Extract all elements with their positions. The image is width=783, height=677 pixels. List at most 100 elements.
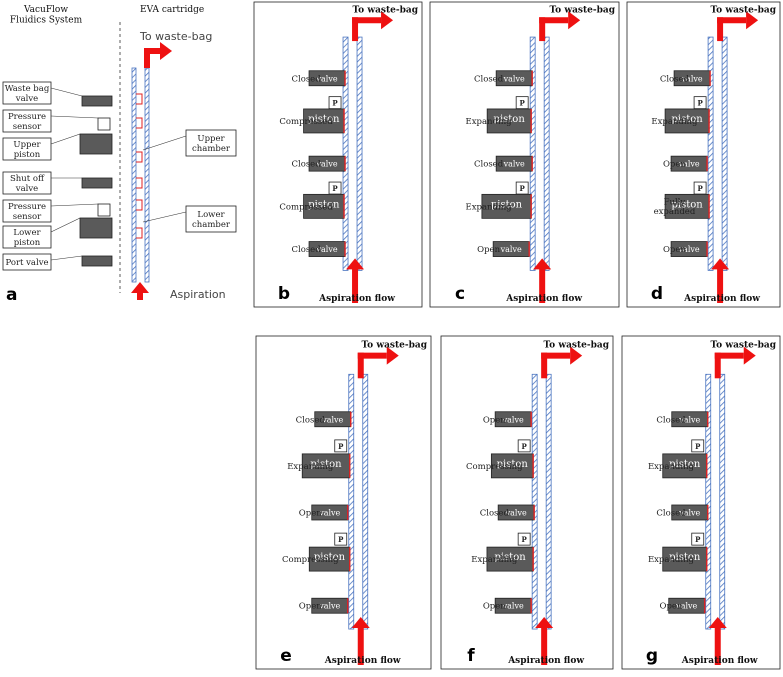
valve-label-c-0: valve	[503, 74, 525, 83]
piston-d-0	[664, 108, 710, 134]
label-box-lower-piston	[2, 225, 52, 249]
valve-label-e-2: valve	[318, 602, 340, 611]
state-label-e-0: Closed	[296, 415, 326, 425]
cartridge-left-wall	[131, 67, 137, 283]
aspiration-arrow-d	[711, 258, 730, 303]
state-label-c-1: Expanding	[466, 117, 513, 127]
sensor-label-b-0: P	[332, 99, 338, 108]
piston-b-0	[303, 108, 345, 134]
piston-label-f-0: piston	[497, 459, 529, 470]
panel-frame-b	[253, 1, 423, 308]
label-box-upper-piston	[2, 137, 52, 161]
sensor-label-g-0: P	[695, 442, 701, 451]
valve-label-d-2: valve	[678, 245, 700, 254]
sensor-label-g-1: P	[695, 535, 701, 544]
state-label-g-2: Closed	[656, 508, 686, 518]
state-label-b-4: Closed	[291, 245, 321, 255]
sensor-label-c-1: P	[520, 184, 526, 193]
cartridge-seal-3	[136, 177, 143, 189]
pressure-sensor-b-1	[328, 181, 342, 195]
state-label-e-2: Open	[299, 508, 322, 518]
label-box-shut-off-valve	[2, 171, 52, 195]
piston-label-b-1: piston	[308, 199, 340, 210]
piston-label-g-1: piston	[669, 552, 701, 563]
waste-bag-valve-icon	[81, 95, 113, 107]
aspiration-label-g: Aspiration flow	[681, 656, 758, 666]
piston-label-e-1: piston	[314, 552, 346, 563]
cartridge-title: EVA cartridge	[140, 5, 204, 15]
piston-c-0	[486, 108, 532, 134]
pressure-sensor-e-1	[334, 532, 348, 546]
lower-chamber-box	[185, 205, 237, 233]
panel-frame-d	[626, 1, 781, 308]
valve-label-e-0: valve	[321, 415, 343, 424]
aspiration-label-e: Aspiration flow	[324, 656, 401, 666]
label-box-port-valve	[2, 253, 52, 271]
state-label-f-4: Open	[483, 602, 506, 612]
sensor-label-f-1: P	[522, 535, 528, 544]
panel-frame-e	[255, 335, 432, 670]
panel-a-aspiration-label: Aspiration	[170, 288, 226, 301]
valve-label-e-1: valve	[318, 508, 340, 517]
state-label-g-4: Open	[660, 602, 683, 612]
state-label-b-3: Compressed	[279, 202, 333, 212]
tube-right-b	[356, 36, 363, 271]
tube-left-e	[348, 373, 355, 630]
tube-left-g	[705, 373, 712, 630]
to-waste-label-g: To waste-bag	[711, 340, 777, 350]
leader-waste-bag-valve	[50, 87, 83, 97]
tube-right-c	[543, 36, 550, 271]
waste-arrow-b	[352, 11, 394, 42]
leader-lower-pressure-sensor	[50, 203, 99, 207]
aspiration-arrow-b	[346, 258, 365, 303]
aspiration-label-c: Aspiration flow	[505, 294, 582, 304]
sensor-label-d-1: P	[697, 184, 703, 193]
state-label-g-3: Expanding	[648, 555, 695, 565]
valve-label-g-1: valve	[678, 508, 700, 517]
waste-arrow-c	[539, 11, 581, 42]
valve-label-f-1: valve	[505, 508, 527, 517]
label-box-upper-pressure-sensor	[2, 109, 52, 133]
valve-label-d-1: valve	[678, 160, 700, 169]
piston-e-0	[301, 453, 351, 479]
to-waste-label-c: To waste-bag	[550, 5, 616, 15]
lower-chamber-leader	[142, 211, 187, 223]
tube-right-f	[545, 373, 552, 630]
pressure-sensor-f-0	[517, 439, 531, 453]
panel-letter-b: b	[278, 284, 290, 304]
sensor-label-f-0: P	[522, 442, 528, 451]
piston-label-d-0: piston	[671, 114, 703, 125]
valve-label-b-0: valve	[315, 74, 337, 83]
state-label-b-1: Compressed	[279, 117, 333, 127]
shut-off-valve-icon	[81, 177, 113, 189]
pressure-sensor-g-0	[691, 439, 705, 453]
sensor-label-d-0: P	[697, 99, 703, 108]
upper-pressure-sensor-icon	[97, 117, 111, 131]
state-label-e-1: Expanding	[287, 462, 334, 472]
cartridge-right-wall	[144, 67, 150, 283]
pressure-sensor-d-1	[693, 181, 707, 195]
state-label-f-3: Expanding	[471, 555, 518, 565]
lower-piston-icon	[79, 217, 113, 239]
piston-d-1	[664, 193, 710, 219]
sensor-label-b-1: P	[332, 184, 338, 193]
sensor-label-e-1: P	[338, 535, 344, 544]
waste-arrow-f	[541, 346, 583, 379]
state-label-c-4: Open	[477, 245, 500, 255]
piston-label-c-1: piston	[491, 199, 523, 210]
pressure-sensor-c-0	[515, 96, 529, 110]
leader-upper-pressure-sensor	[50, 115, 99, 119]
pressure-sensor-f-1	[517, 532, 531, 546]
aspiration-arrow-c	[533, 258, 552, 303]
cartridge-seal-2	[136, 151, 143, 163]
cartridge-seal-0	[136, 93, 143, 105]
